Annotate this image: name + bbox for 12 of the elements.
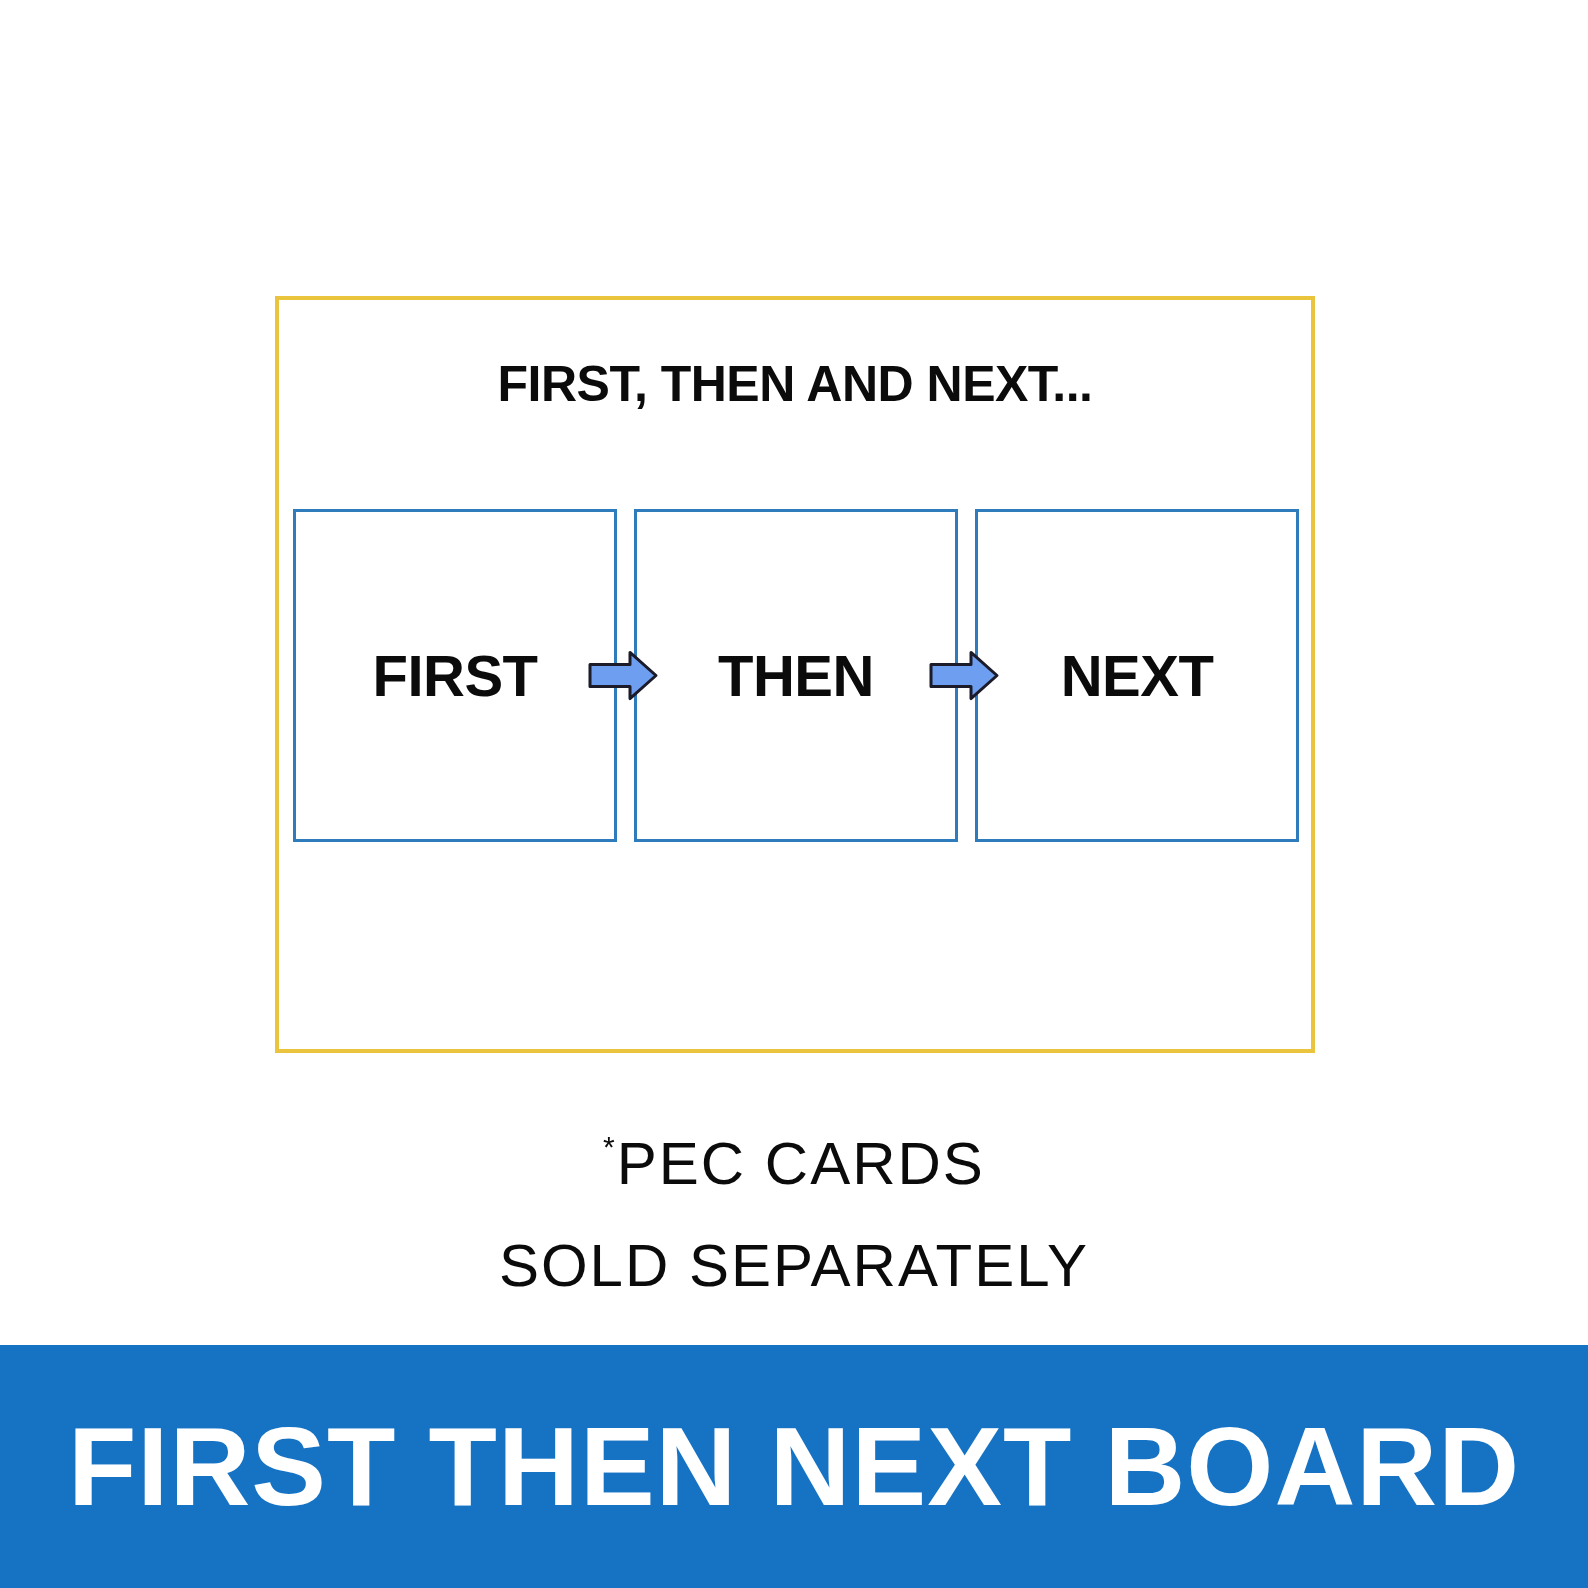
block-arrow (929, 650, 999, 701)
banner-title: FIRST THEN NEXT BOARD (67, 1404, 1521, 1529)
caption-text: $^{*}$PEC CARDS SOLD SEPARATELY (498, 1129, 1090, 1301)
card-label: FIRST (372, 643, 538, 708)
card-slot (634, 509, 958, 842)
card-label: NEXT (1060, 643, 1214, 708)
card-label: THEN (718, 643, 874, 708)
board-panel (275, 296, 1315, 1053)
board-heading: FIRST, THEN AND NEXT... (497, 355, 1093, 414)
block-arrow (588, 650, 658, 701)
card-slot (293, 509, 617, 842)
card-slot (975, 509, 1299, 842)
